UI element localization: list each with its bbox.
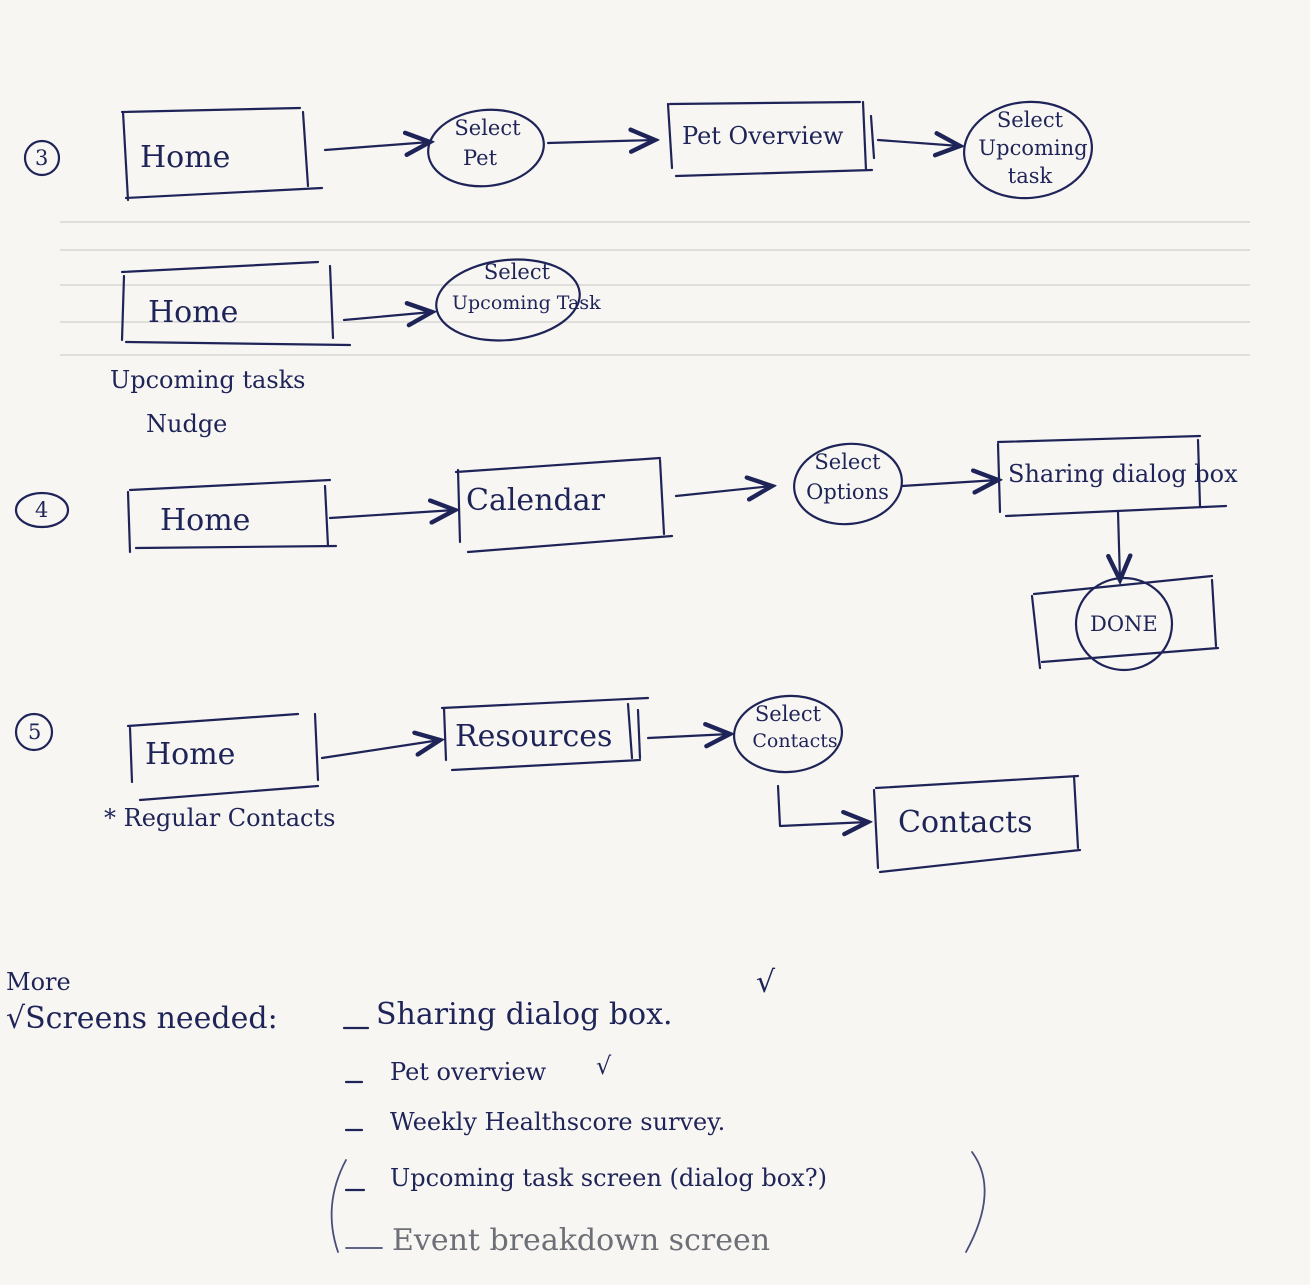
flow4-home-label: Home	[160, 503, 251, 538]
arrow-resources-to-select-contacts	[646, 734, 730, 738]
flow3-step-number: 3	[35, 146, 49, 170]
flow3-select-pet-line2: Pet	[462, 146, 498, 170]
arrow-sharing-to-done	[1118, 510, 1120, 580]
arrow-select-options-to-sharing	[900, 480, 998, 486]
more-screen-item-3: Weekly Healthscore survey.	[390, 1108, 726, 1136]
flow3-home-box	[120, 106, 324, 202]
arrow-home-to-select-upcoming-task	[342, 312, 432, 320]
flow4-home-box	[126, 478, 338, 554]
flow5-home-label: Home	[145, 737, 236, 772]
more-screens-heading-more: More	[6, 968, 71, 996]
flow4-select-options-node	[793, 442, 903, 526]
more-screen-item-5: Event breakdown screen	[392, 1223, 771, 1258]
flow3-note-line2: Nudge	[146, 410, 228, 438]
flow3-select-upcoming-node	[963, 100, 1093, 200]
flow3-pet-overview-box	[666, 100, 876, 178]
flow3-pet-overview-label: Pet Overview	[682, 122, 844, 150]
flow3-row2-select-line1: Select	[483, 260, 551, 284]
flow3-select-upcoming-line2: Upcoming	[978, 136, 1088, 160]
arrow-calendar-to-select-options	[674, 486, 772, 496]
flow4-sharing-label: Sharing dialog box	[1008, 460, 1238, 488]
arrow-home-to-resources	[320, 740, 440, 760]
flow5-step-number: 5	[28, 720, 42, 744]
flow3-home-label: Home	[140, 140, 231, 175]
flow3-step-marker	[23, 139, 61, 177]
flow5-select-contacts-node	[732, 694, 844, 774]
flow5-contacts-box	[872, 774, 1082, 874]
flow5-resources-label: Resources	[455, 719, 613, 754]
flow3-select-upcoming-line1: Select	[996, 108, 1064, 132]
flow4-calendar-label: Calendar	[466, 483, 605, 518]
flow3-row2-home-box	[120, 260, 352, 347]
arrow-select-pet-to-pet-overview	[546, 140, 655, 143]
arrow-home-to-select-pet	[323, 142, 430, 150]
flow3-select-upcoming-line3: task	[1007, 164, 1053, 188]
more-screen-item-2: Pet overview	[390, 1058, 547, 1086]
flow3-row2-home-label: Home	[148, 295, 239, 330]
flow3-select-pet-node	[427, 108, 545, 188]
flow5-note: * Regular Contacts	[104, 804, 336, 832]
flow5-contacts-label: Contacts	[898, 805, 1033, 840]
bracket-right	[965, 1151, 986, 1253]
flow4-calendar-box	[454, 456, 674, 554]
flow4-select-options-line2: Options	[806, 480, 889, 504]
more-screen-item-2-check: √	[596, 1052, 612, 1080]
flow4-done-box	[1030, 574, 1220, 672]
flow4-step-marker	[14, 491, 70, 529]
flow3-row2-select-line2: Upcoming Task	[452, 292, 601, 314]
more-screen-item-4: Upcoming task screen (dialog box?)	[390, 1164, 827, 1192]
flow3-row2-select-upcoming-node	[435, 258, 581, 342]
more-screen-item-1-check: √	[756, 965, 776, 1000]
flow5-select-contacts-line1: Select	[754, 702, 822, 726]
more-screen-item-1: Sharing dialog box.	[376, 997, 673, 1032]
flow5-home-box	[126, 712, 320, 802]
arrow-pet-overview-to-select-upcoming	[876, 140, 960, 146]
paper-texture	[60, 221, 1250, 356]
flow4-sharing-dialog-box	[996, 434, 1228, 518]
more-screens-heading: √Screens needed:	[6, 1001, 278, 1036]
flow5-step-marker	[14, 712, 54, 752]
flow5-select-contacts-line2: Contacts	[752, 730, 838, 752]
flow3-select-pet-line1: Select	[454, 116, 521, 140]
list-dashes	[342, 1026, 383, 1249]
flow3-note-line1: Upcoming tasks	[110, 366, 306, 394]
flow5-resources-box	[440, 696, 650, 772]
bracket-left	[330, 1159, 347, 1253]
arrow-home-to-calendar	[328, 510, 455, 518]
flow4-step-number: 4	[35, 498, 49, 522]
flow4-select-options-line1: Select	[814, 450, 881, 474]
arrow-select-contacts-to-contacts	[776, 784, 868, 826]
flow4-done-label: DONE	[1090, 612, 1158, 636]
